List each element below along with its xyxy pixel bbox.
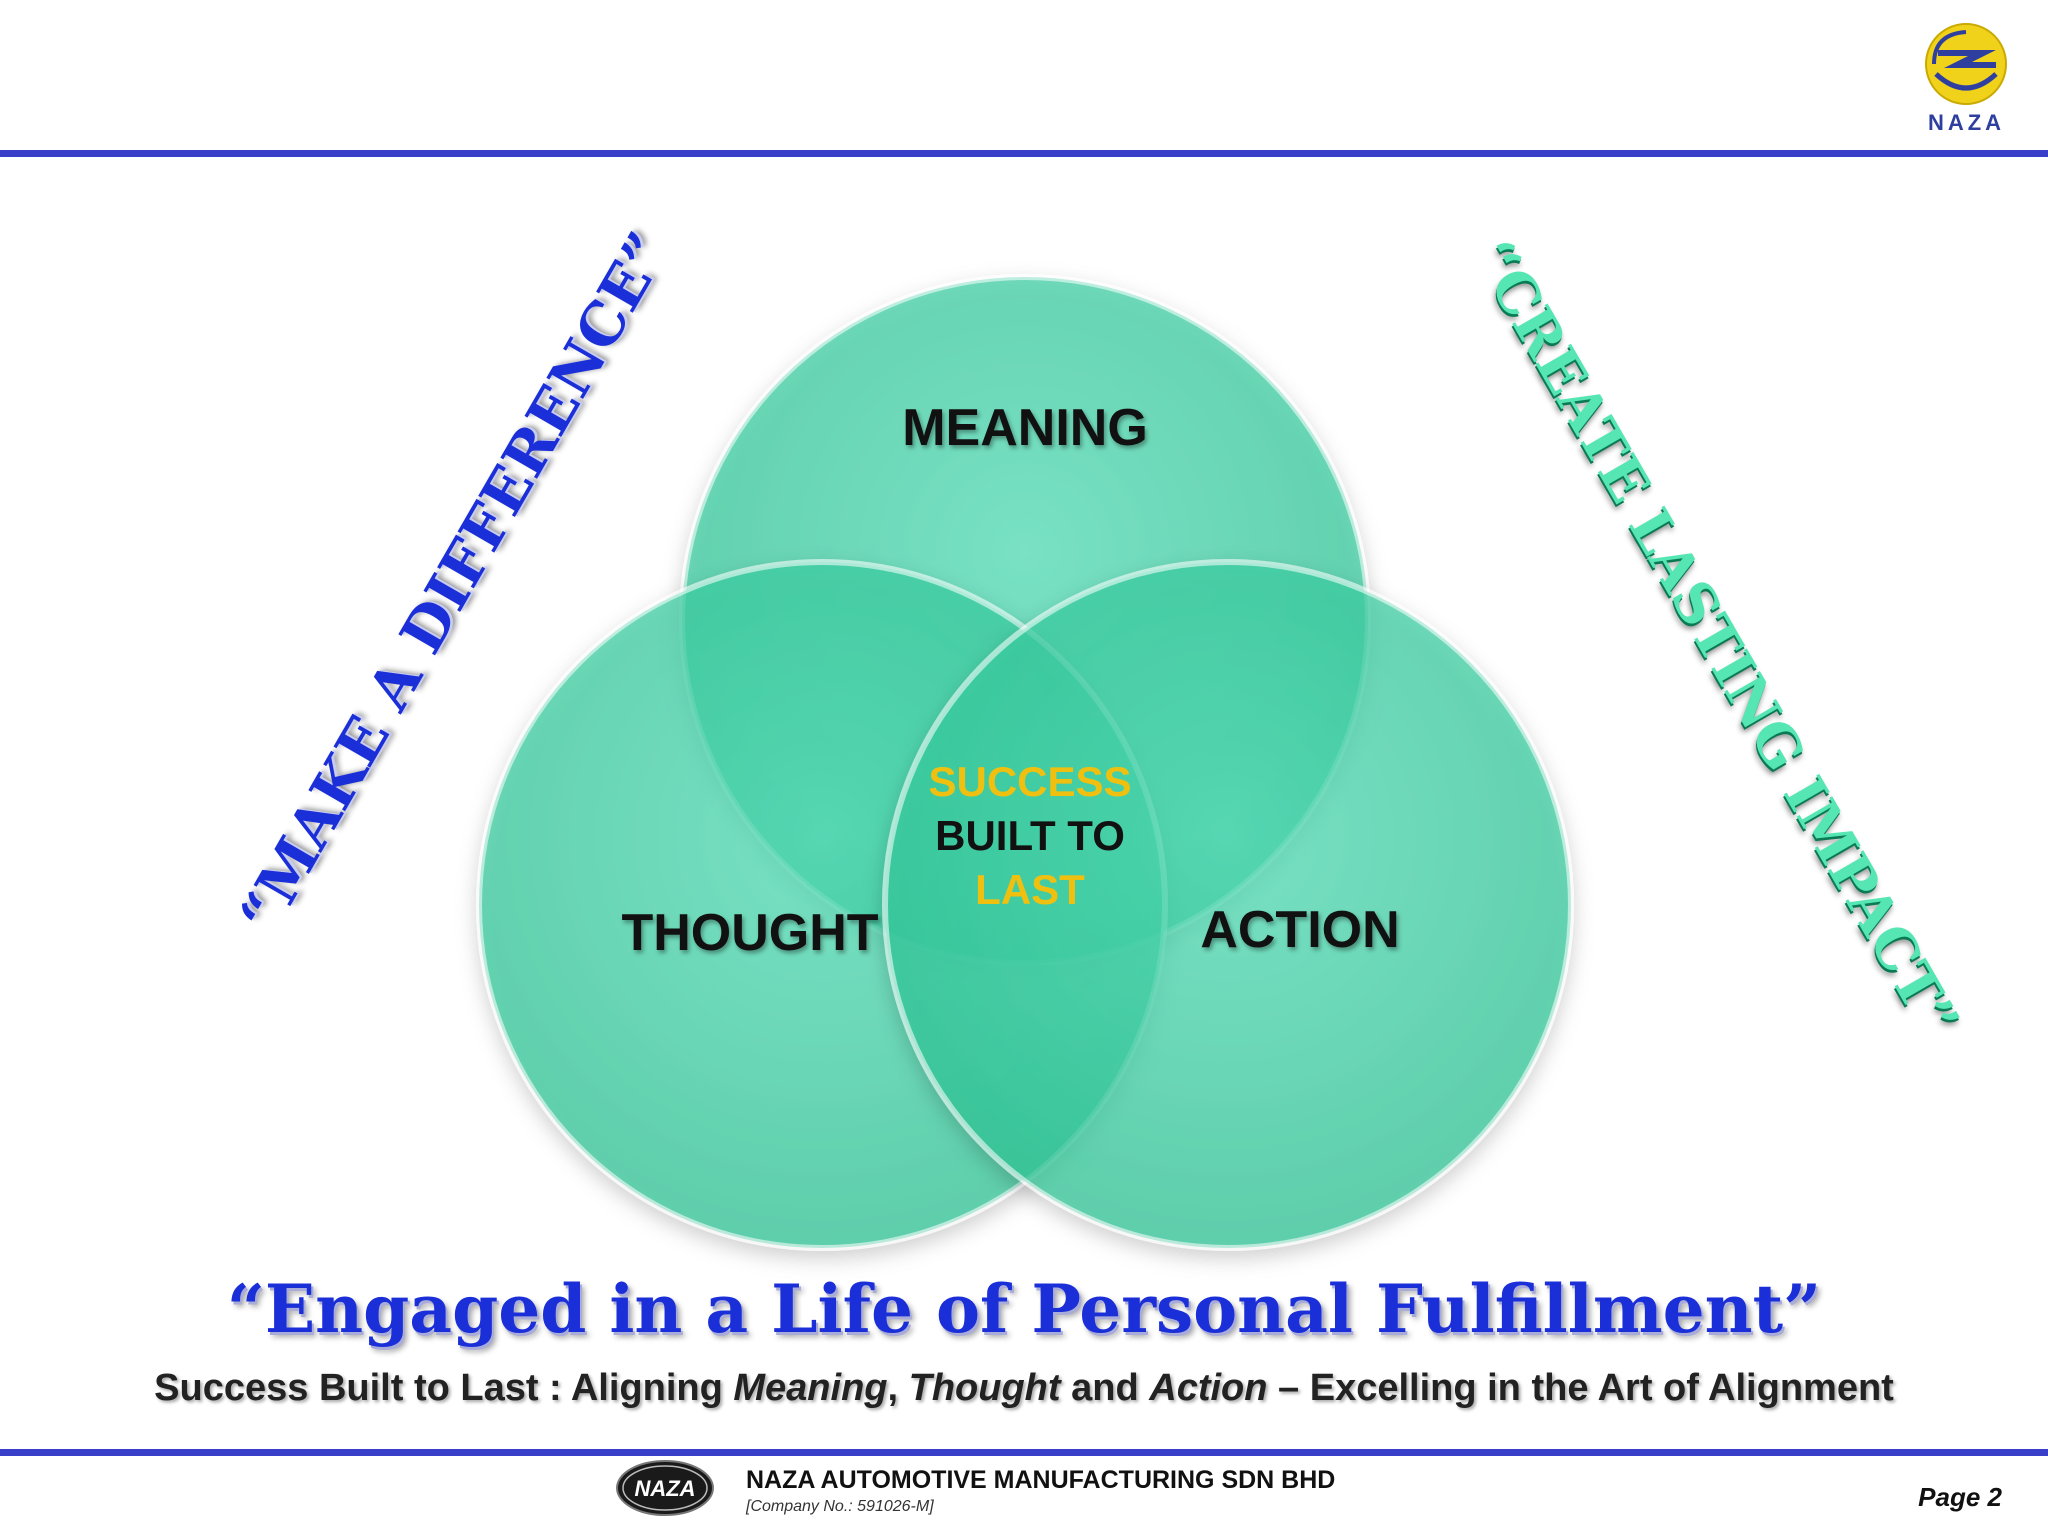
header-divider — [0, 150, 2048, 157]
page-number: Page 2 — [1918, 1482, 2002, 1512]
subtitle-action: Action — [1149, 1367, 1268, 1409]
company-number: [Company No.: 591026-M] — [746, 1498, 934, 1515]
naza-oval-icon: NAZA — [616, 1460, 714, 1516]
footer-divider — [0, 1449, 2048, 1456]
subtitle-and: and — [1060, 1367, 1150, 1409]
company-name: NAZA AUTOMOTIVE MANUFACTURING SDN BHD — [746, 1466, 1336, 1494]
naza-logo-text: NAZA — [1927, 110, 2006, 135]
center-built-to: BUILT TO — [935, 812, 1125, 859]
subtitle: Success Built to Last : Aligning Meaning… — [0, 1367, 2048, 1410]
subtitle-thought: Thought — [908, 1367, 1061, 1409]
footer-naza-logo: NAZA — [614, 1458, 716, 1518]
label-action: ACTION — [1200, 901, 1400, 959]
label-meaning: MEANING — [902, 399, 1148, 457]
subtitle-suffix: – Excelling in the Art of Alignment — [1267, 1367, 1894, 1409]
center-last: LAST — [975, 866, 1085, 913]
subtitle-meaning: Meaning — [733, 1367, 888, 1409]
footer-logo-text: NAZA — [634, 1476, 695, 1501]
naza-logo: NAZA — [1904, 20, 2029, 140]
subtitle-comma: , — [887, 1367, 909, 1409]
naza-emblem-icon — [1925, 23, 2007, 105]
tagline: “Engaged in a Life of Personal Fulfillme… — [226, 1270, 1822, 1348]
subtitle-prefix: Success Built to Last : Aligning — [154, 1367, 734, 1409]
label-thought: THOUGHT — [621, 904, 879, 962]
center-success: SUCCESS — [928, 758, 1132, 805]
circle-action — [882, 559, 1574, 1251]
